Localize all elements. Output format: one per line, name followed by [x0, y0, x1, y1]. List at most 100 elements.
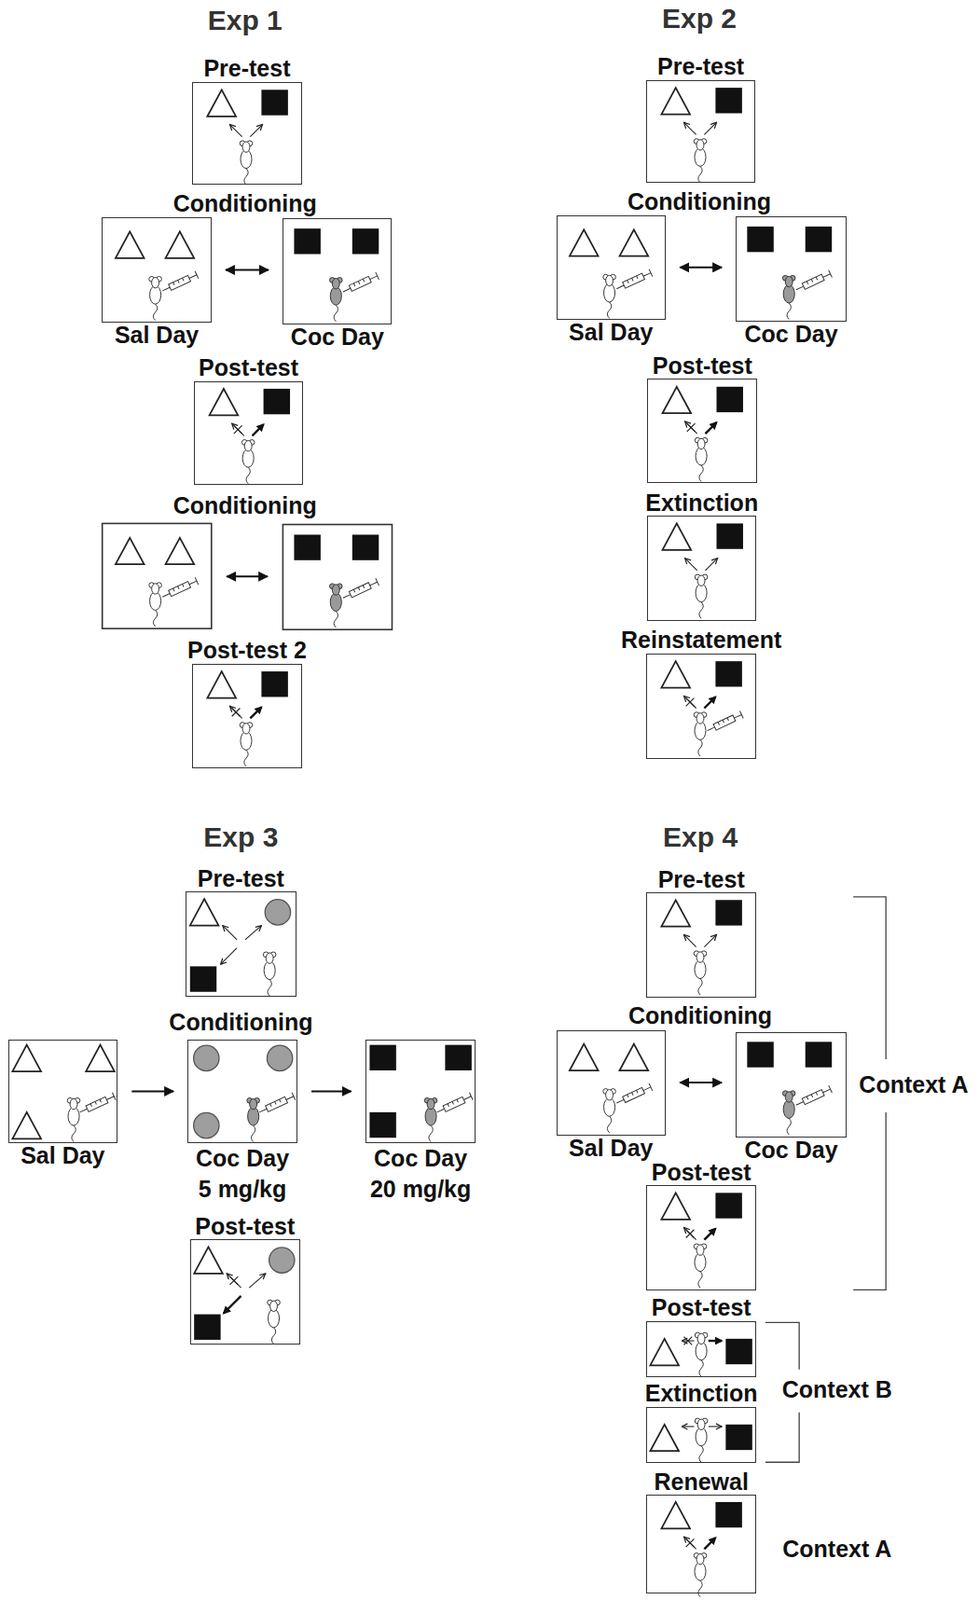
panel-box	[192, 663, 303, 769]
panel-node: Post-test	[193, 355, 305, 485]
panel-node: Reinstatement	[620, 627, 784, 759]
free-label: Conditioning	[628, 1003, 773, 1030]
panel-figure	[209, 388, 290, 484]
free-label: Exp 3	[203, 821, 278, 853]
panel-node: Post-test	[646, 353, 759, 483]
stage-label: Sal Day	[568, 1135, 653, 1162]
panel-box	[735, 1032, 846, 1138]
panel-figure	[293, 534, 379, 628]
free-label: Context A	[858, 1072, 968, 1099]
panel-node: Renewal	[645, 1469, 759, 1595]
stage-label: Sal Day	[568, 319, 653, 346]
stage-label: Pre-test	[657, 54, 745, 81]
panel-node: Extinction	[644, 490, 759, 621]
free-label: Exp 4	[662, 821, 738, 853]
panel-box	[556, 215, 666, 320]
panel-node: Sal Day	[554, 1030, 667, 1161]
panel-node: Coc Day	[734, 216, 848, 347]
stage-label: Post-test 2	[187, 637, 307, 664]
panel-node: Sal Day	[6, 1039, 119, 1170]
stage-label: Reinstatement	[620, 627, 782, 654]
free-label: Exp 1	[207, 4, 283, 36]
panel-box	[647, 378, 758, 483]
panel-box	[193, 381, 304, 486]
stage-label: Sal Day	[114, 322, 199, 349]
panel-node: Sal Day	[554, 215, 667, 345]
stage-label: Pre-test	[658, 867, 745, 894]
panel-box	[185, 891, 296, 997]
panel-figure	[206, 89, 288, 185]
panel-node: Coc Day	[281, 218, 394, 350]
panel-node: Coc Day	[734, 1032, 848, 1163]
panel-node: Post-test	[188, 1213, 302, 1345]
panel-box	[102, 523, 212, 629]
connector	[679, 266, 722, 269]
panel-box	[101, 217, 211, 323]
panel-figure	[661, 1192, 742, 1288]
panel-box	[646, 892, 757, 998]
panel-figure	[190, 898, 291, 996]
panel-box	[365, 1039, 476, 1145]
stage-label: Coc Day 20 mg/kg	[365, 1143, 476, 1204]
panel-figure	[746, 1041, 832, 1135]
stage-label: Renewal	[653, 1469, 748, 1496]
stage-label: Pre-test	[197, 866, 285, 893]
panel-node: Coc Day 20 mg/kg	[364, 1039, 478, 1205]
connector	[225, 269, 269, 272]
free-label: Exp 2	[661, 2, 737, 34]
panel-node: Coc Day 5 mg/kg	[186, 1039, 299, 1205]
panel-node: Post-test 2	[186, 637, 308, 768]
stage-label: Post-test	[198, 355, 299, 382]
panel-box	[646, 1494, 757, 1594]
panel-box	[282, 524, 392, 631]
panel-figure	[661, 87, 742, 183]
stage-label: Coc Day	[744, 321, 839, 348]
free-label: Context A	[782, 1536, 892, 1563]
panel-box	[735, 216, 846, 322]
panel-box	[646, 80, 756, 184]
free-label: Conditioning	[627, 189, 772, 216]
panel-node: Pre-test	[645, 867, 759, 998]
panel-node: Extinction	[644, 1380, 759, 1463]
double-arrow	[226, 575, 268, 578]
panel-figure	[661, 1502, 742, 1598]
panel-figure	[649, 1418, 752, 1462]
connector	[679, 1081, 722, 1084]
stage-label: Coc Day 5 mg/kg	[187, 1143, 297, 1204]
stage-label: Post-test	[651, 1295, 752, 1322]
free-label: Conditioning	[173, 191, 318, 218]
panel-node: Sal Day	[100, 217, 213, 348]
panel-box	[646, 1406, 757, 1463]
panel-box	[190, 1239, 301, 1345]
stage-label: Sal Day	[20, 1143, 105, 1170]
free-label: Conditioning	[168, 1009, 313, 1036]
connector	[311, 1089, 352, 1092]
stage-label: Pre-test	[203, 55, 290, 83]
panel-box	[646, 1185, 757, 1291]
panel-figure	[115, 537, 199, 627]
panel-node: Post-test	[645, 1295, 759, 1378]
connector	[131, 1089, 174, 1092]
panel-box	[282, 218, 392, 325]
panel-figure	[115, 231, 199, 320]
panel-figure	[293, 228, 379, 322]
panel-box	[646, 1321, 757, 1378]
panel-figure	[569, 1044, 653, 1133]
panel-figure	[746, 226, 832, 320]
stage-label: Coc Day	[290, 324, 385, 351]
stage-label: Post-test	[651, 1159, 752, 1186]
stage-label: Extinction	[645, 490, 759, 517]
panel-figure	[206, 671, 288, 767]
panel-box	[646, 653, 757, 759]
stage-label: Post-test	[194, 1213, 295, 1241]
panel-figure	[12, 1045, 116, 1143]
panel-box	[8, 1039, 118, 1145]
panel-figure	[193, 1246, 295, 1344]
panel-box	[556, 1030, 666, 1136]
panel-figure	[649, 1332, 752, 1377]
panel-figure	[661, 523, 743, 619]
panel-box	[647, 515, 757, 621]
panel-node: Pre-test	[184, 866, 298, 997]
panel-box	[187, 1039, 297, 1145]
